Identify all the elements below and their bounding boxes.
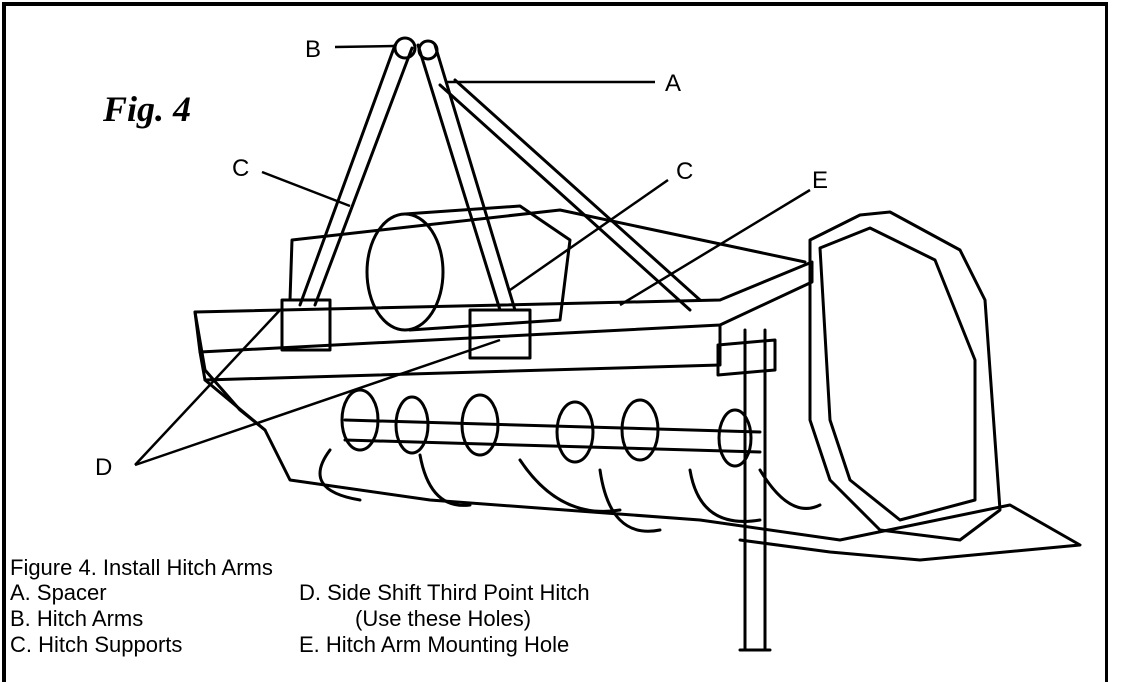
callout-b: B [305,36,322,63]
caption-item-d-note: (Use these Holes) [355,606,532,631]
callout-a: A [665,70,682,97]
support-leg [716,328,777,652]
caption-title: Figure 4. Install Hitch Arms [10,555,273,580]
callout-e: E [812,167,829,194]
caption-item-a: A. Spacer [10,580,107,605]
hitch-support [438,78,702,312]
chain-case [808,210,1002,542]
callout-d: D [95,454,113,481]
bracket-mid [468,308,532,360]
caption-item-c: C. Hitch Supports [10,632,183,657]
tine-shaft [343,418,762,454]
caption-item-b: B. Hitch Arms [10,606,144,631]
gearbox-cylinder [365,212,445,332]
left-end [193,310,267,432]
rear-shield [203,378,1082,562]
caption-item-e: E. Hitch Arm Mounting Hole [299,632,570,657]
figure-title: Fig. 4 [103,89,192,129]
bracket-left [280,298,332,352]
hitch-arm-right [416,43,517,312]
hitch-arm-left [298,43,414,307]
callout-c-right: C [676,158,694,185]
callout-c-left: C [232,155,250,182]
tines [318,448,822,533]
caption-item-d: D. Side Shift Third Point Hitch [299,580,590,605]
